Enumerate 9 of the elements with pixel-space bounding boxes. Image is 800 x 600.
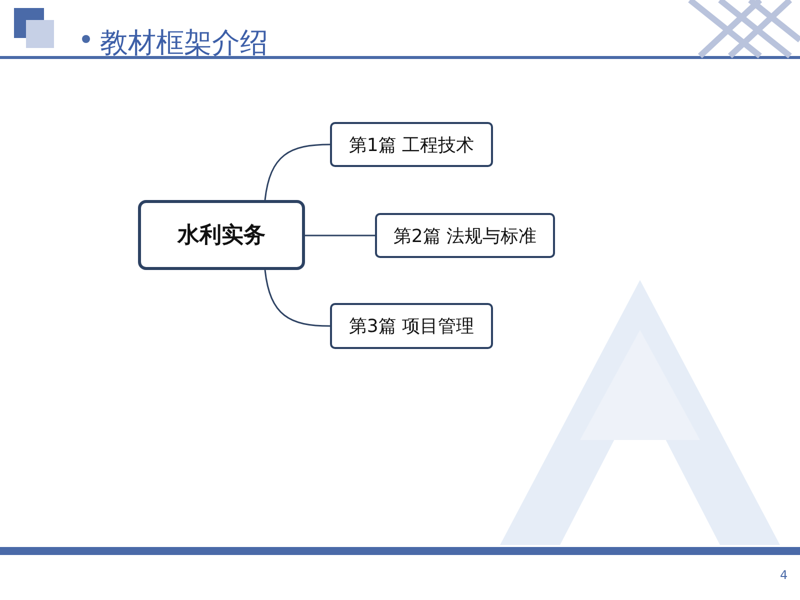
- topic-box: 水利实务: [138, 200, 305, 270]
- connector-line: [305, 234, 375, 236]
- branch-box: 第1篇 工程技术: [330, 122, 493, 167]
- connector-line: [264, 144, 330, 200]
- page-number: 4: [780, 568, 788, 582]
- branch-box: 第3篇 项目管理: [330, 303, 493, 349]
- title: 教材框架介绍: [100, 25, 268, 61]
- branch-box: 第2篇 法规与标准: [375, 213, 555, 258]
- connector-line: [264, 270, 330, 327]
